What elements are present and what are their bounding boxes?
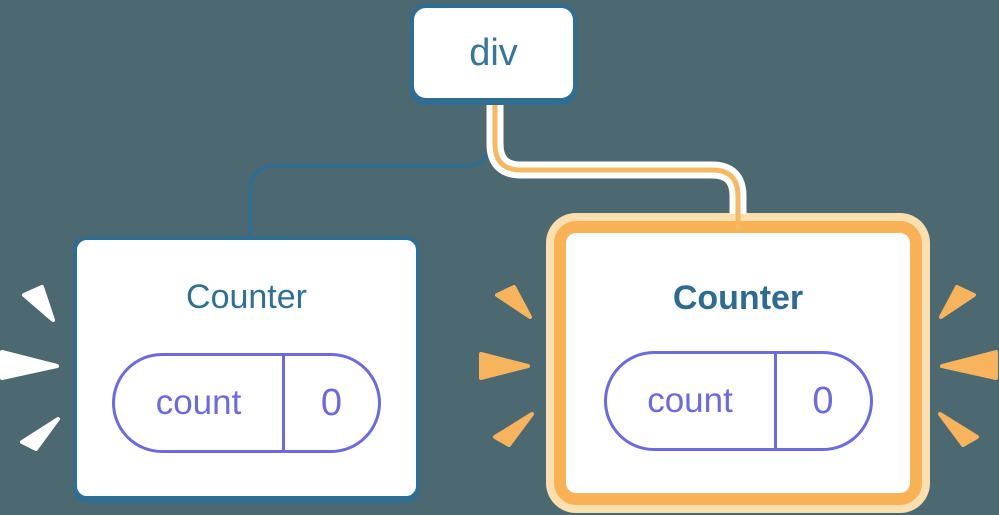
counter-2-state-name: count [647,381,733,420]
edge-to-counter-2-casing [486,102,747,214]
counter-2-title: Counter [672,279,804,317]
counter-1-state-value: 0 [282,356,378,450]
counter-2-state-pill: count 0 [603,351,873,451]
counter-1-state-pill: count 0 [112,353,381,453]
edge-to-counter-1 [248,102,492,237]
burst-marks-white-icon [0,285,60,451]
counter-1-state-name: count [155,383,242,422]
counter-2-state-value: 0 [773,354,870,448]
burst-marks-orange-left-icon [479,285,534,447]
root-node-label: div [469,32,518,74]
burst-marks-orange-right-icon [938,285,998,447]
counter-card-1: Counter count 0 [73,236,420,500]
root-node: div [410,4,577,102]
counter-card-2-highlighted: Counter count 0 [554,221,922,505]
edge-to-counter-2-highlight [492,102,741,229]
counter-1-title: Counter [186,278,307,316]
